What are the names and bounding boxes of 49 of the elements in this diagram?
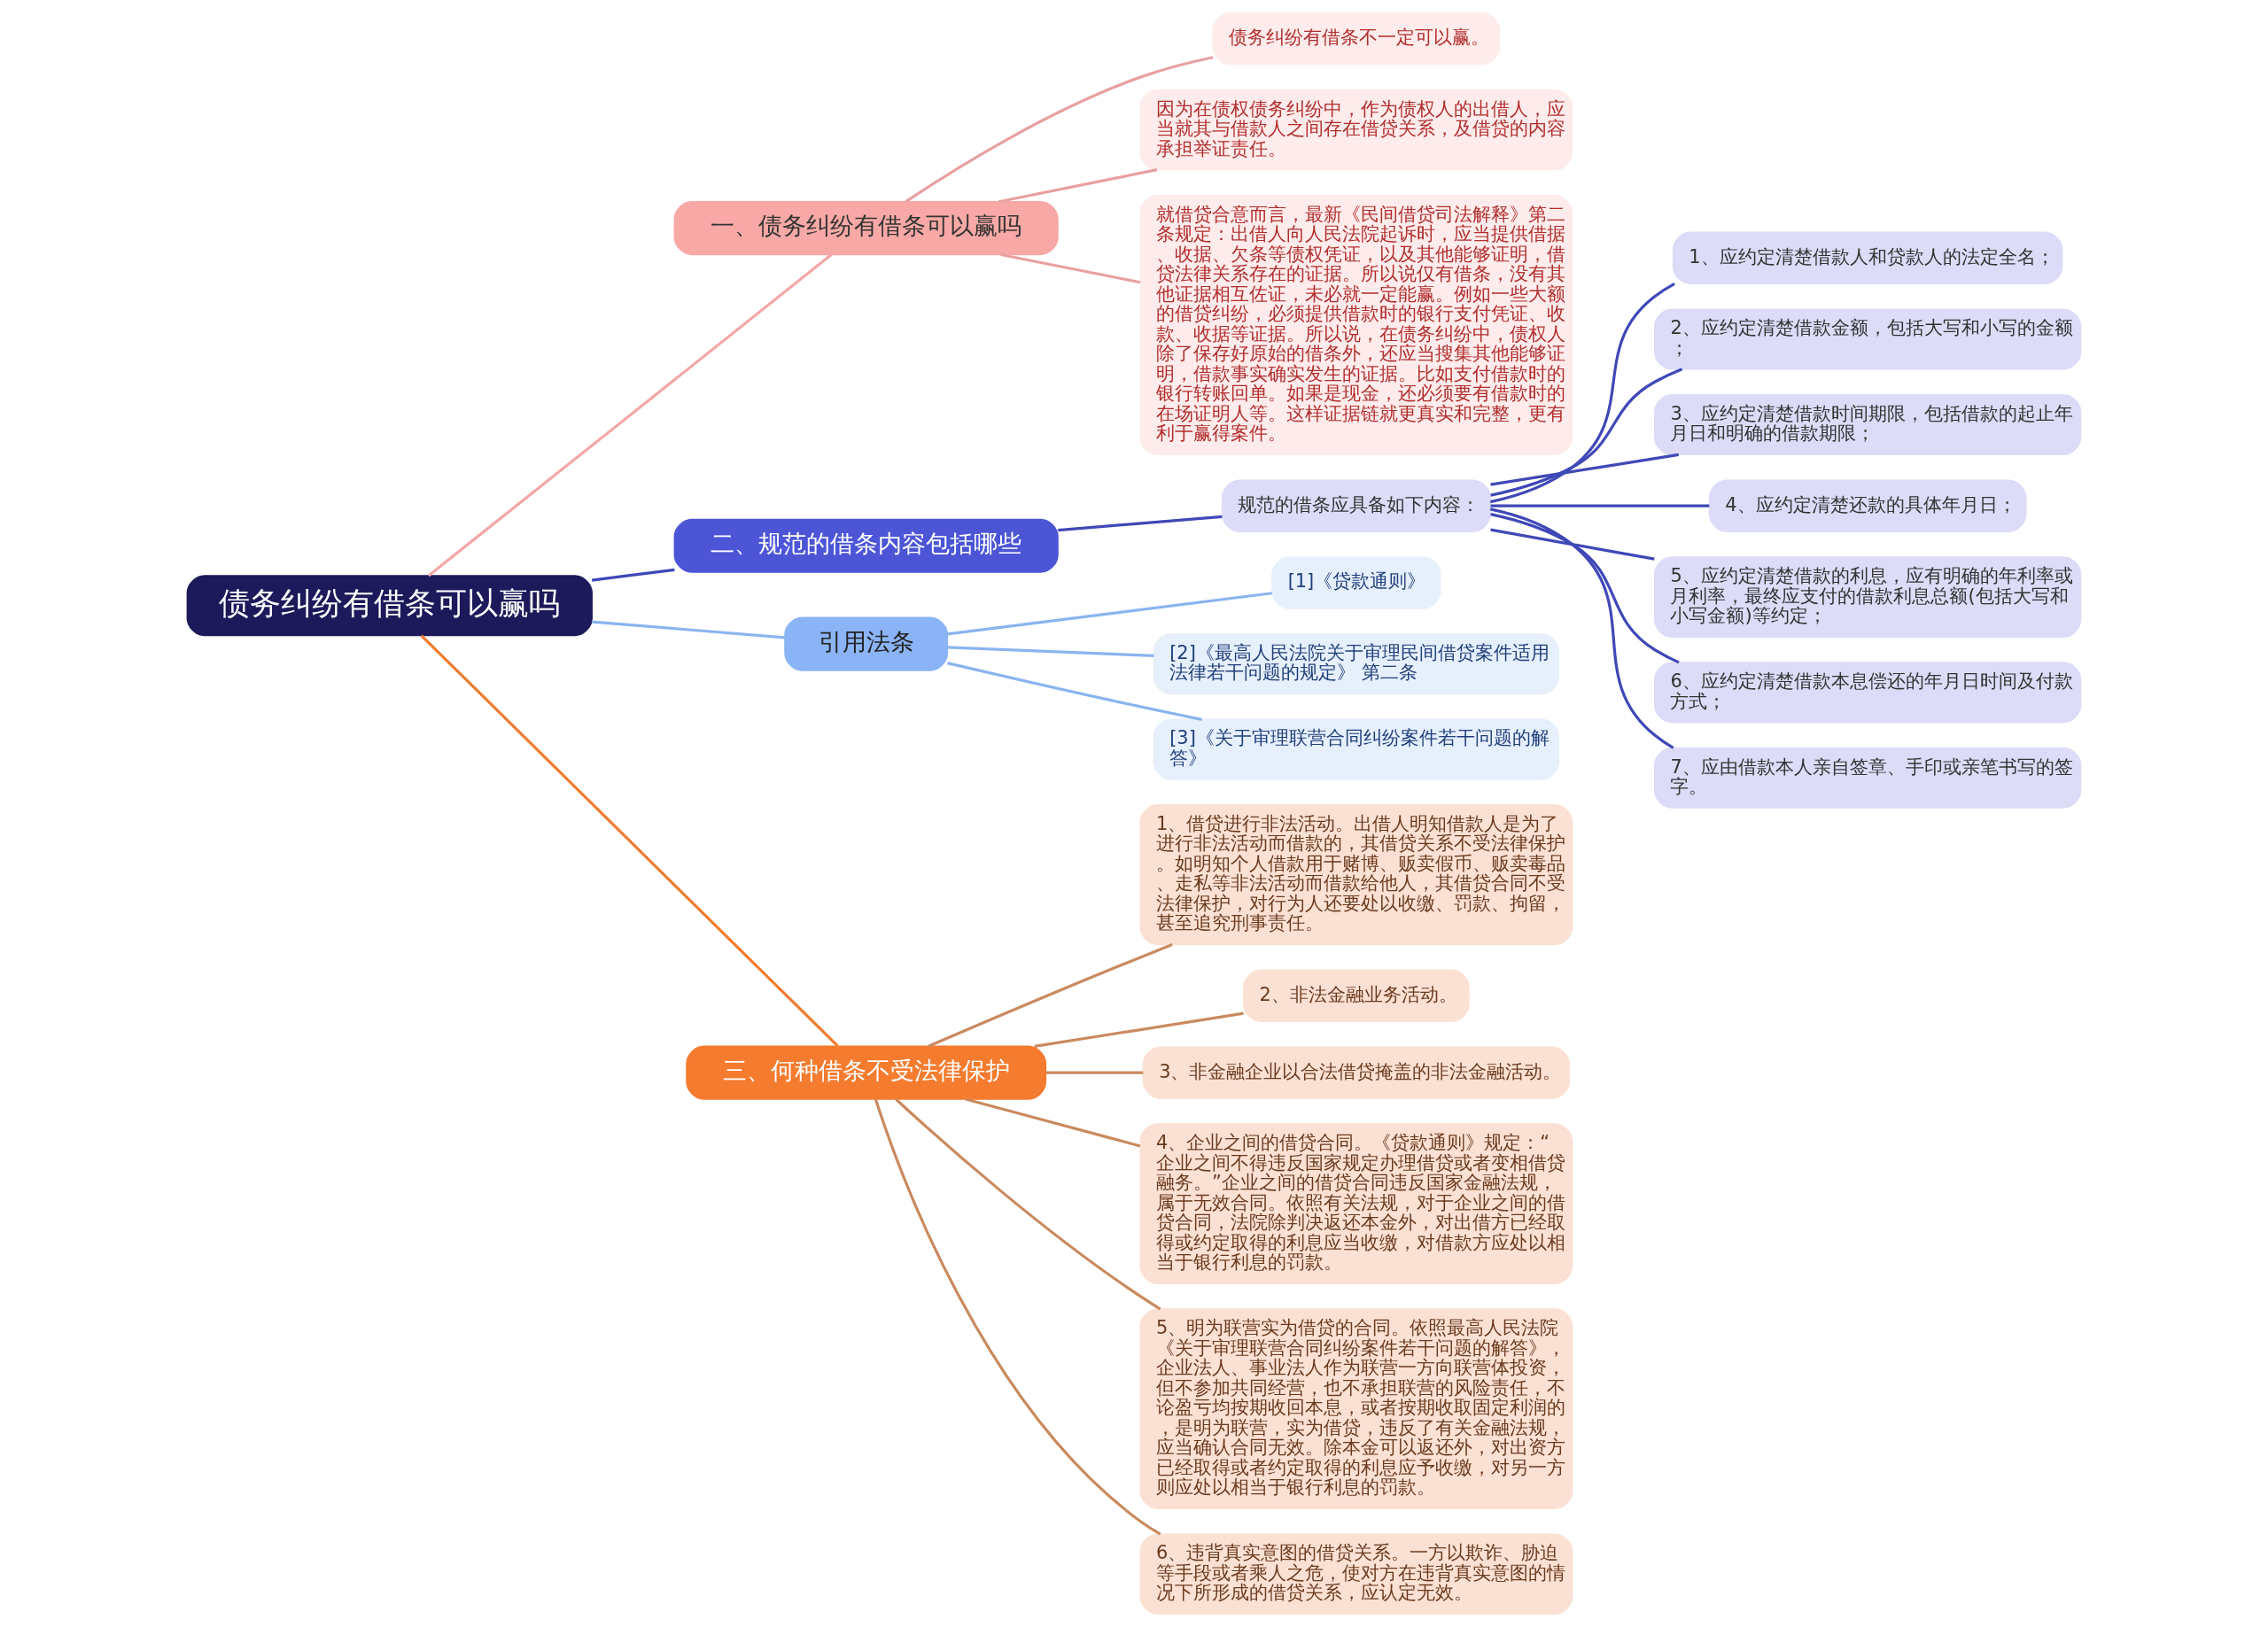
node-box: 因为在债权债务纠纷中，作为债权人的出借人，应当就其与借款人之间存在借贷关系，及借贷的内容承担举证责任。: [1139, 89, 1573, 171]
node-box: 一、债务纠纷有借条可以赢吗: [673, 201, 1059, 256]
connector: [1058, 515, 1223, 532]
connector: [947, 662, 1202, 721]
node-box: 1、应约定清楚借款人和贷款人的法定全名；: [1672, 231, 2063, 285]
node-box: 3、非金融企业以合法借贷掩盖的非法金融活动。: [1142, 1046, 1571, 1099]
connector: [965, 1097, 1141, 1148]
node-box: 4、企业之间的借贷合同。《贷款通则》规定：“企业之间不得违反国家规定办理借贷或者变相借贷融务。”企业之间的借贷合同违反国家金融法规，属于无效合同。依照有关法规，对于企业之间的借贷合同，法院除判决返还本金外，对出借方已经取得或约定取得的利息应当收缴，对借款方应处以相当于银行利息的罚款。: [1139, 1123, 1573, 1284]
connector: [1490, 528, 1655, 561]
node-box: 2、非法金融业务活动。: [1243, 969, 1470, 1023]
connector: [427, 253, 833, 577]
node-box: 就借贷合意而言，最新《民间借贷司法解释》第二条规定：出借人向人民法院起诉时，应当提供借据、收据、欠条等债权凭证，以及其他能够证明，借贷法律关系存在的证据。所以说仅有借条，没有其他证据相互佐证，未必就一定能赢。例如一些大额的借贷纠纷，必须提供借款时的银行支付凭证、收款、收据等证据。所以说，在债务纠纷中，债权人除了保存好原始的借条外，还应当搜集其他能够证明，借款事实确实发生的证据。比如支付借款时的银行转账回单。如果是现金，还必须要有借款时的在场证明人等。这样证据链就更真实和完整，更有利于赢得案件。: [1139, 194, 1573, 456]
connector: [895, 1097, 1161, 1311]
node-box: 债务纠纷有借条不一定可以赢。: [1212, 12, 1501, 66]
node-box: 6、应约定清楚借款本息偿还的年月日时间及付款方式；: [1653, 662, 2082, 724]
connector: [874, 1098, 1161, 1536]
node-box: 6、违背真实意图的借贷关系。一方以欺诈、胁迫等手段或者乘人之危，使对方在违背真实意图的情况下所形成的借贷关系，应认定无效。: [1139, 1533, 1573, 1615]
connector: [592, 620, 785, 639]
node-box: 7、应由借款本人亲自签章、手印或亲笔书写的签字。: [1653, 747, 2082, 809]
node-box: 债务纠纷有借条可以赢吗: [186, 575, 593, 637]
node-box: 1、借贷进行非法活动。出借人明知借款人是为了进行非法活动而借款的，其借贷关系不受法律保护。如明知个人借款用于赌博、贩卖假币、贩卖毒品、走私等非法活动而借款给他人，其借贷合同不受法律保护，对行为人还要处以收缴、罚款、拘留，甚至追究刑事责任。: [1139, 804, 1573, 946]
node-box: 三、何种借条不受法律保护: [686, 1045, 1047, 1100]
connector: [1489, 283, 1675, 504]
node-box: 3、应约定清楚借款时间期限，包括借款的起止年月日和明确的借款期限；: [1653, 393, 2082, 456]
connector: [998, 168, 1158, 204]
connector: [928, 943, 1173, 1048]
connector: [905, 56, 1214, 203]
node-box: [1]《贷款通则》: [1271, 556, 1441, 609]
connector: [1490, 368, 1683, 497]
node-box: 二、规范的借条内容包括哪些: [673, 518, 1059, 573]
node-box: 引用法条: [784, 616, 949, 671]
node-box: 5、明为联营实为借贷的合同。依照最高人民法院《关于审理联营合同纠纷案件若干问题的解答》，企业法人、事业法人作为联营一方向联营体投资，但不参加共同经营，也不承担联营的风险责任，不论盈亏均按期收回本息，或者按期收取固定利润的，是明为联营，实为借贷，违反了有关金融法规，应当确认合同无效。除本金可以返还外，对出资方已经取得或者约定取得的利息应予收缴，对另一方则应处以相当于银行利息的罚款。: [1139, 1308, 1573, 1510]
node-box: [3]《关于审理联营合同纠纷案件若干问题的解答》: [1153, 718, 1559, 780]
node-box: 规范的借条应具备如下内容：: [1221, 479, 1491, 532]
node-box: 5、应约定清楚借款的利息，应有明确的年利率或月利率，最终应支付的借款利息总额(包括大写和小写金额)等约定；: [1653, 556, 2082, 638]
connector: [1000, 252, 1141, 284]
node-box: 2、应约定清楚借款金额，包括大写和小写的金额；: [1653, 308, 2082, 370]
connector: [1034, 1011, 1244, 1048]
node-box: 4、应约定清楚还款的具体年月日；: [1708, 479, 2027, 532]
connector: [947, 592, 1272, 636]
node-box: [2]《最高人民法院关于审理民间借贷案件适用法律若干问题的规定》 第二条: [1153, 633, 1559, 695]
connector: [1045, 1071, 1144, 1074]
connector: [1490, 513, 1680, 664]
connector: [1490, 453, 1679, 486]
connector: [420, 634, 839, 1048]
connector: [591, 568, 675, 582]
connector: [1490, 504, 1710, 507]
connector: [1489, 507, 1674, 749]
connector: [947, 646, 1154, 657]
